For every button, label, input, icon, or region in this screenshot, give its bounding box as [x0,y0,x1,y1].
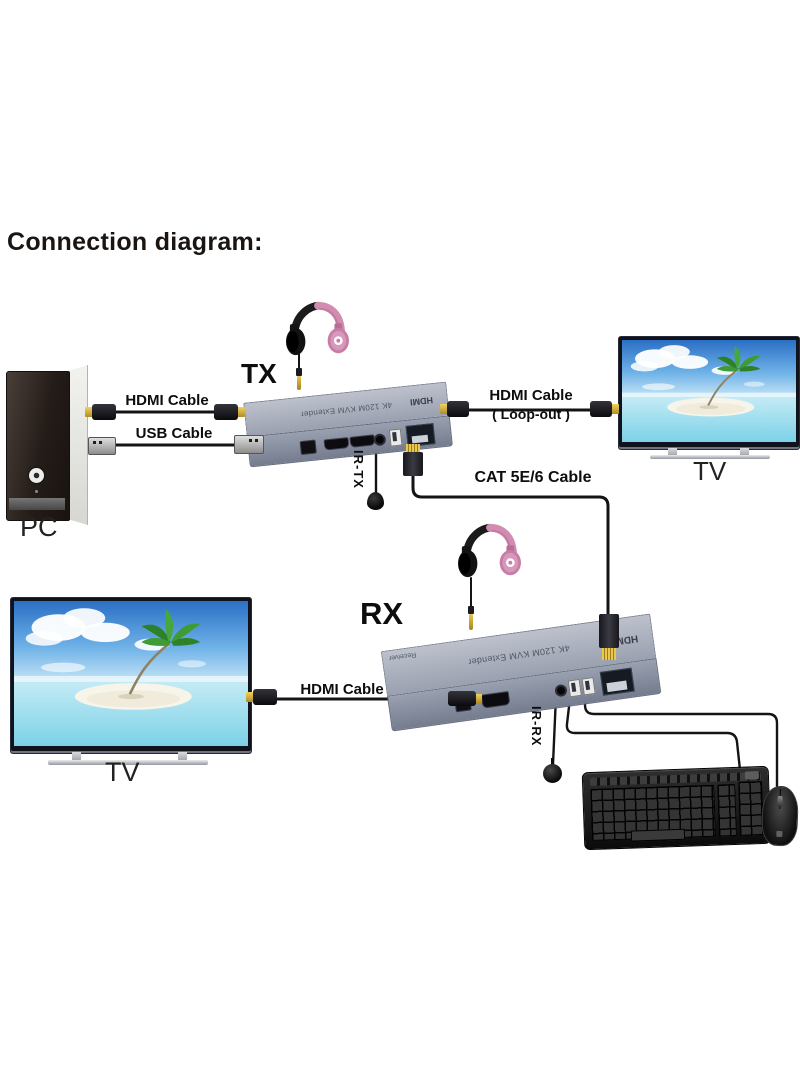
kb-nav-keys [717,783,738,837]
cat5e6-cable-line [411,472,610,618]
pc-usb-connector [88,437,116,455]
pc-hdmi-connector [92,404,116,420]
tx-hdmi-port-2 [349,433,376,448]
tv-bottom-hdmi-connector [253,689,277,705]
tv-top-stand-base [650,455,770,459]
cat-connector-tx-gold [406,444,420,453]
tx-usb-connector [234,435,264,454]
page-title: Connection diagram: [7,228,263,256]
tx-audio-jack [373,432,387,446]
keyboard-usb-cable-line [565,696,742,772]
rx-audio-jack [554,683,568,698]
kb-numpad [738,780,764,836]
tv-top-stand-left [668,448,677,456]
hdmi-cable-pc-tx-label: HDMI Cable [125,392,209,409]
keyboard [581,765,772,851]
tx-rj45-port [405,422,436,447]
ir-tx-emitter [367,492,384,510]
pc-bottom-grille [9,498,65,510]
loopout-connector-right-tip [611,404,619,414]
ir-rx-stem [551,758,554,765]
tv-bottom [10,597,252,754]
kb-spacebar [630,828,686,842]
tx-headphone-plug [296,368,302,376]
pc-label: PC [20,512,58,542]
tx-power-port [298,439,317,455]
hdmi-loopout-sublabel: ( Loop-out ) [492,406,570,422]
tx-hdmi-connector-tip [237,407,245,417]
tx-headphones [282,298,352,360]
hdmi-cable-rx-tv-label: HDMI Cable [300,681,384,698]
tv-bottom-beach-scene [14,601,248,746]
tx-hdmi-port-1 [323,436,350,451]
loopout-hdmi-connector-right [590,401,612,417]
rx-hdmi-port [480,690,511,709]
tv-bottom-stand-base [48,760,208,765]
rx-unit-text: 4K 120M KVM Extender [467,643,571,668]
mouse-usb-cable-line [583,692,779,790]
tv-top-stand-right [740,448,749,456]
mouse [760,785,800,847]
loopout-connector-left-tip [440,404,448,414]
tv-bottom-stand-left [72,752,81,761]
cat-connector-rx [599,614,619,648]
tv-bottom-label: TV [105,757,140,787]
tv-bottom-stand-right [178,752,187,761]
cat5e6-cable-label: CAT 5E/6 Cable [474,469,592,486]
rx-headphone-plug [468,606,474,614]
tv-top-beach-scene [622,340,796,442]
tv-bottom-screen [14,601,248,746]
cat-connector-tx [403,452,423,476]
tv-top [618,336,800,450]
loopout-hdmi-connector-left [447,401,469,417]
rx-headphone-plug-pin [469,614,473,630]
ir-rx-emitter [543,764,562,783]
rx-usb-port-1 [567,678,582,698]
pc-side-panel [66,365,88,525]
ir-tx-label: IR-TX [351,450,366,489]
tv-top-screen [622,340,796,442]
tx-headphone-plug-pin [297,376,301,390]
rx-rj45-port [600,667,636,696]
usb-cable-label: USB Cable [135,425,213,442]
cat-connector-rx-gold [602,648,616,660]
kb-function-row [589,772,762,786]
kb-logo [744,771,760,780]
tv-bottom-hdmi-connector-tip [246,692,254,702]
mouse-logo [776,830,783,838]
rx-label: RX [360,596,404,631]
rx-usb-port-2 [581,676,597,696]
tx-label: TX [241,358,277,389]
rx-headphones [454,520,524,582]
rx-hdmi-connector [448,691,476,706]
tx-usb-port [389,427,403,447]
hdmi-loopout-label: HDMI Cable [489,387,573,404]
tx-unit-text: 4K 120M KVM Extender [300,399,393,419]
pc-power-button [29,468,44,483]
tx-hdmi-connector [214,404,238,420]
pc-front-panel [6,371,70,521]
rx-hdmi-connector-tip [475,694,482,703]
rx-receiver-text: Receiver [388,650,417,662]
ir-rx-label: IR-RX [529,706,544,747]
mouse-scroll-wheel [777,795,783,808]
pc-hdmi-connector-tip [85,407,93,417]
pc-led [35,490,38,493]
tv-top-label: TV [693,456,727,486]
